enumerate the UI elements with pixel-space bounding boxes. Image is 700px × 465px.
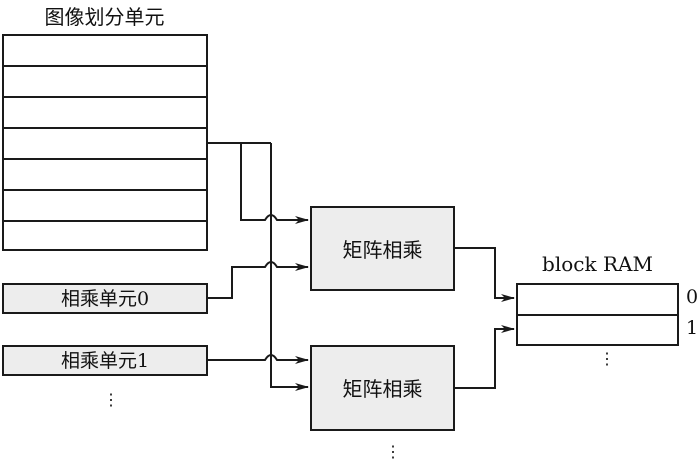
- partition-unit-title: 图像划分单元: [44, 5, 165, 29]
- partition-row: [4, 127, 206, 129]
- block-ram-row-divider: [518, 314, 677, 316]
- partition-row: [4, 96, 206, 98]
- wire-partition-bus: [270, 143, 309, 391]
- block-ram-row-index-1: 1: [686, 317, 699, 339]
- multiply-unit-1-label: 相乘单元1: [60, 350, 150, 372]
- matrix-multiply-block-1: 矩阵相乘: [310, 345, 455, 431]
- partition-row: [4, 65, 206, 67]
- multiply-unit-0-label: 相乘单元0: [60, 288, 150, 310]
- wire-partition-to-block0: [240, 143, 309, 224]
- multiply-unit-0: 相乘单元0: [2, 283, 208, 314]
- wire-mul0-to-block0: [208, 261, 309, 299]
- partition-row: [4, 220, 206, 222]
- matrix-multiply-block-1-label: 矩阵相乘: [342, 377, 423, 401]
- wire-block1-to-ram1: [455, 325, 515, 389]
- matrix-multiply-block-0: 矩阵相乘: [310, 206, 455, 291]
- partition-unit-stack: [2, 34, 208, 251]
- partition-row: [4, 189, 206, 191]
- wire-mul1-to-block1: [208, 354, 309, 364]
- block-ram-title: block RAM: [542, 252, 653, 276]
- wire-block0-to-ram0: [455, 247, 515, 302]
- matrix-multiply-block-0-label: 矩阵相乘: [342, 238, 423, 262]
- block-ram: [516, 283, 679, 346]
- block-ram-row-index-0: 0: [686, 286, 699, 308]
- multiply-unit-1: 相乘单元1: [2, 345, 208, 376]
- partition-row: [4, 158, 206, 160]
